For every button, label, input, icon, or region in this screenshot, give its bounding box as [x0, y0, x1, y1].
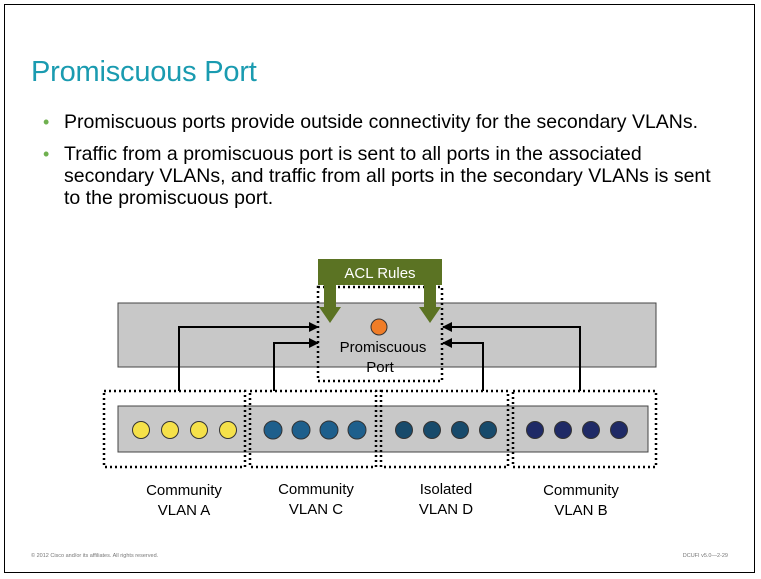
vlan-d-label-line1: Isolated [420, 481, 473, 498]
switch-body [117, 302, 657, 368]
course-code-footer: DCUFI v5.0—2-29 [682, 553, 728, 559]
port [610, 421, 628, 439]
promiscuous-port [370, 318, 388, 336]
arrow-vlan-c [273, 338, 319, 391]
port [479, 421, 497, 439]
port [423, 421, 441, 439]
vlan-a-label-line1: Community [146, 482, 222, 499]
acl-rules-box [318, 259, 442, 285]
vlan-d-boundary [379, 389, 510, 469]
vlan-c-boundary [248, 389, 378, 469]
slide-title: Promiscuous Port [31, 56, 257, 88]
vlan-a-boundary [102, 389, 247, 469]
bullet-item: Promiscuous ports provide outside connec… [40, 111, 730, 133]
port [451, 421, 469, 439]
acl-rules-label: ACL Rules [344, 265, 415, 282]
port [132, 421, 150, 439]
promiscuous-label-line1: Promiscuous [340, 339, 427, 356]
vlan-c-label-line2: VLAN C [289, 501, 343, 518]
port [554, 421, 572, 439]
port [263, 420, 283, 440]
vlan-b-label-line2: VLAN B [554, 502, 607, 519]
vlan-b-boundary [511, 389, 658, 469]
port [347, 420, 367, 440]
acl-right-arrow [419, 285, 441, 323]
port [395, 421, 413, 439]
arrow-vlan-a [178, 322, 319, 391]
vlan-d-label-line2: VLAN D [419, 501, 473, 518]
acl-left-arrow [319, 285, 341, 323]
bullet-item: Traffic from a promiscuous port is sent … [40, 143, 730, 209]
port [219, 421, 237, 439]
vlan-c-label-line1: Community [278, 481, 354, 498]
port [190, 421, 208, 439]
promiscuous-boundary [316, 285, 444, 383]
promiscuous-label-line2: Port [366, 359, 394, 376]
vlan-a-label-line2: VLAN A [158, 502, 211, 519]
port [582, 421, 600, 439]
port [161, 421, 179, 439]
port [319, 420, 339, 440]
bullet-list: Promiscuous ports provide outside connec… [40, 111, 730, 219]
vlan-c-ports [263, 420, 367, 440]
vlan-b-label-line1: Community [543, 482, 619, 499]
port [291, 420, 311, 440]
arrow-vlan-d [442, 338, 484, 391]
vlan-d-ports [395, 421, 497, 439]
slide [4, 4, 755, 573]
port [526, 421, 544, 439]
vlan-b-ports [526, 421, 628, 439]
arrow-vlan-b [442, 322, 581, 391]
copyright-footer: © 2012 Cisco and/or its affiliates. All … [31, 553, 159, 559]
vlan-a-ports [132, 421, 237, 439]
